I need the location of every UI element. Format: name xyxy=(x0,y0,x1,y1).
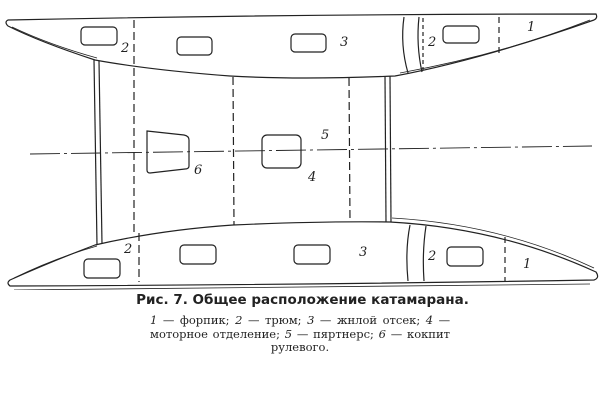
bulkhead xyxy=(402,16,409,74)
legend-text: — кокпит рулевого. xyxy=(270,326,451,354)
label-cockpit: 6 xyxy=(194,163,202,178)
crossbeam-aft xyxy=(93,59,98,246)
legend-num: 3 xyxy=(307,313,315,327)
hatch xyxy=(442,25,480,44)
label-top-forepeak: 1 xyxy=(527,20,535,35)
figure-caption-title: Рис. 7. Общее расположение катамарана. xyxy=(136,292,469,308)
centerline xyxy=(29,145,593,155)
hatch xyxy=(446,246,484,267)
hatch xyxy=(293,244,331,265)
legend-text: — трюм; xyxy=(247,313,302,327)
hatch xyxy=(83,258,121,279)
label-top-hold-fwd: 2 xyxy=(427,35,436,50)
engine-hatch xyxy=(261,134,302,169)
legend-num: 5 xyxy=(284,326,293,341)
bottom-hull xyxy=(7,217,599,290)
label-top-hold-aft: 2 xyxy=(120,41,129,56)
legend-num: 2 xyxy=(235,313,243,327)
label-top-living: 3 xyxy=(340,35,348,50)
legend-text: — пяртнерс; xyxy=(296,326,374,341)
legend-text: — форпик; xyxy=(162,313,230,327)
legend-text: — жнлой отсек; xyxy=(319,313,421,327)
figure-legend: 1 — форпик; 2 — трюм; 3 — жнлой отсек; 4… xyxy=(150,313,451,355)
label-bottom-hold-fwd: 2 xyxy=(427,249,436,264)
cockpit-hatch xyxy=(146,130,190,174)
label-engine: 4 xyxy=(307,170,316,185)
legend-num: 1 xyxy=(150,313,158,327)
legend-num: 6 xyxy=(378,326,386,341)
bridge-deck xyxy=(29,59,593,246)
hatch xyxy=(290,33,327,53)
hatch xyxy=(179,244,217,265)
label-bottom-hold-aft: 2 xyxy=(123,242,132,257)
catamaran-layout-diagram: 2 3 2 1 2 3 2 1 5 4 6 xyxy=(5,13,599,290)
label-bottom-living: 3 xyxy=(359,245,367,260)
top-hull xyxy=(5,13,598,236)
legend-text: — моторное отделение; xyxy=(150,313,451,341)
legend-num: 4 xyxy=(425,313,434,327)
hatch xyxy=(80,26,118,46)
label-bottom-forepeak: 1 xyxy=(523,257,531,272)
hatch xyxy=(176,36,213,56)
label-partners: 5 xyxy=(321,128,329,143)
